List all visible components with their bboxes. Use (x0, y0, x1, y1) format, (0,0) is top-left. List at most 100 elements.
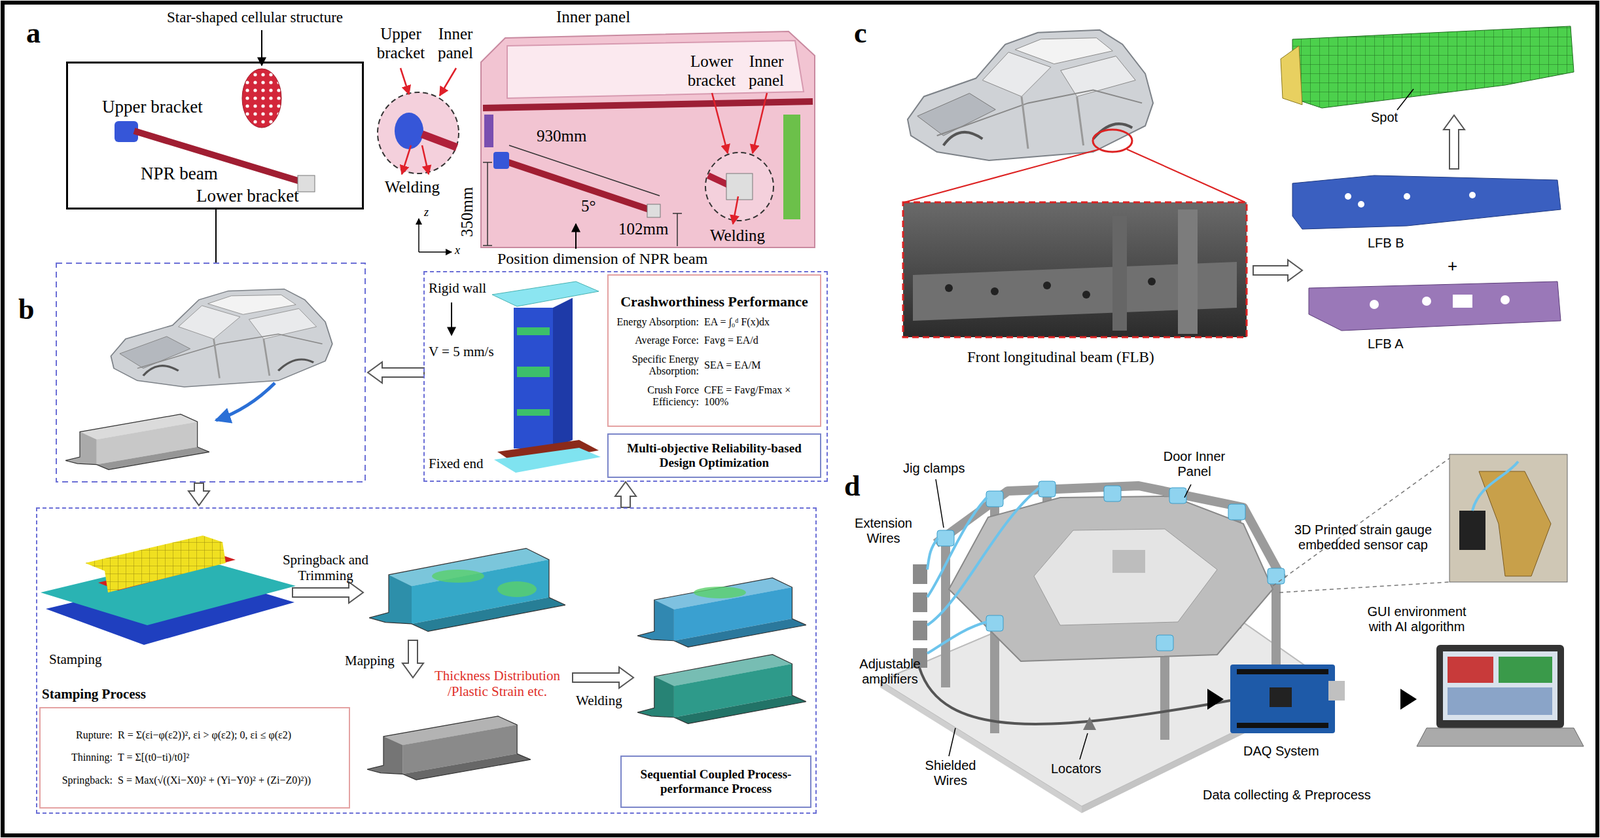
callout-label: 3D Printed strain gauge embedded sensor … (1281, 522, 1445, 553)
plus-sign: + (1447, 256, 1458, 277)
objective-box: Multi-objective Reliability-based Design… (607, 433, 822, 478)
formula: T = Σ[(t0−ti)/t0]² (117, 751, 343, 764)
fixture-illustration-part (1267, 568, 1285, 584)
panel-letter: d (844, 469, 860, 504)
part-label: LFB B (1367, 235, 1405, 251)
callout-label: Extension Wires (850, 515, 917, 546)
door-illustration-part (422, 134, 457, 148)
callout-label: DAQ System (1243, 743, 1320, 759)
objective-text: Multi-objective Reliability-based Design… (615, 441, 814, 470)
process-illustration-part (572, 666, 634, 688)
fixture-illustration-part (986, 615, 1004, 631)
process-illustration-part (516, 366, 550, 377)
process-illustration-part (492, 281, 599, 307)
fixture-illustration-part (948, 727, 956, 756)
fixture-illustration-part (1079, 732, 1088, 760)
door-illustration-part (705, 152, 774, 221)
formula-name: Springback: (47, 774, 113, 786)
box-label: Stamping (49, 651, 103, 667)
fixture-illustration-part (1269, 687, 1292, 707)
beam-parts-illustration (903, 26, 1574, 338)
process-illustration-part (494, 447, 601, 473)
fixture-illustration (880, 454, 1584, 813)
callout-label: Door Inner Panel (1155, 448, 1234, 480)
door-illustration-part (752, 92, 767, 154)
fixture-illustration-part (990, 628, 1000, 733)
door-illustration-part (732, 196, 739, 224)
beam-parts-illustration-part (1112, 215, 1127, 331)
door-illustration-part (418, 251, 452, 253)
fixture-illustration-part (1328, 680, 1345, 701)
door-illustration-part (783, 114, 801, 220)
fixture-illustration-part (1447, 687, 1553, 715)
process-illustration-part (552, 297, 573, 449)
beam-parts-illustration-part (1344, 193, 1352, 200)
formula-name: Thinning: (47, 751, 113, 764)
beam-detail-illustration-part (242, 68, 282, 128)
fixture-illustration-part (1449, 454, 1568, 582)
door-illustration-part (493, 151, 510, 169)
fixture-illustration-part (919, 667, 1231, 724)
formula: SEA = EA/M (704, 359, 814, 372)
box-label: V = 5 mm/s (428, 343, 495, 360)
beam-parts-illustration-part (1177, 209, 1198, 334)
door-illustration-part (672, 212, 682, 214)
process-illustration-part (110, 288, 332, 387)
dashed-group-box: Rigid wallV = 5 mm/sFixed endCrashworthi… (423, 270, 828, 482)
box-label: Springback and Trimming (271, 551, 380, 584)
fixture-illustration-part (1416, 727, 1584, 747)
callout-label: Data collecting & Preprocess (1202, 787, 1371, 803)
beam-parts-illustration-part (1403, 193, 1411, 200)
box-label: NPR beam (140, 163, 218, 184)
panel-letter: b (18, 293, 35, 327)
door-illustration-part (575, 223, 577, 249)
process-illustration-part (402, 640, 424, 678)
door-illustration-part (502, 160, 654, 211)
hollow-arrow (615, 481, 637, 508)
door-illustration-part (726, 173, 753, 200)
process-illustration-part (431, 569, 485, 583)
dimension-label: 930mm (536, 126, 587, 146)
callout-label: Locators (1050, 761, 1102, 777)
formula: R = Σ(εi−φ(ε2))², εi > φ(ε2); 0, εi ≤ φ(… (117, 728, 343, 741)
callout-label: Jig clamps (903, 460, 965, 476)
beam-detail-illustration-part (297, 175, 315, 192)
box-label: Rigid wall (428, 280, 487, 296)
fixture-illustration-part (1459, 510, 1486, 550)
door-illustration-part (418, 218, 420, 252)
fixture-illustration-part (1498, 656, 1553, 683)
box-label: Upper bracket (102, 96, 203, 118)
fixture-illustration-part (937, 530, 955, 546)
objective-text: Sequential Coupled Process-performance P… (628, 766, 804, 796)
door-illustration-part (482, 161, 493, 163)
fixture-illustration-part (1272, 458, 1450, 586)
door-illustration-part (401, 145, 411, 175)
fixture-illustration-part (1169, 487, 1187, 504)
beam-parts-illustration-part (990, 287, 999, 296)
fixture-illustration-part (1236, 722, 1329, 728)
formula: EA = ∫₀ᵈ F(x)dx (704, 316, 814, 328)
callout-label: Upper bracket (369, 24, 432, 63)
fixture-illustration-part (1228, 503, 1246, 520)
door-illustration-part (486, 162, 489, 246)
fixture-illustration-part (1436, 644, 1565, 728)
formula-box: Stamping ProcessRupture:R = Σ(εi−φ(ε2))²… (39, 706, 351, 809)
door-illustration-part (480, 31, 815, 248)
formula-heading: Stamping Process (41, 685, 146, 702)
fixture-illustration-part (1103, 485, 1121, 502)
beam-parts-illustration-part (1500, 295, 1510, 305)
beam-parts-illustration-part (1469, 191, 1476, 199)
fixture-illustration-part (1160, 647, 1170, 740)
dimension-label: 350mm (458, 187, 478, 237)
fixture-illustration-part (912, 592, 928, 612)
door-illustration-part (377, 92, 459, 174)
fixture-illustration-part (880, 680, 1082, 813)
process-illustration-part (215, 382, 275, 421)
callout-label: Shielded Wires (916, 757, 985, 788)
caption-label: Position dimension of NPR beam (497, 249, 708, 269)
beam-parts-illustration-part (1422, 296, 1432, 306)
door-illustration-part (708, 175, 728, 185)
formula-name: Energy Absorption: (615, 316, 699, 328)
fixture-illustration-part (927, 621, 987, 654)
formula-name: Rupture: (47, 728, 113, 741)
